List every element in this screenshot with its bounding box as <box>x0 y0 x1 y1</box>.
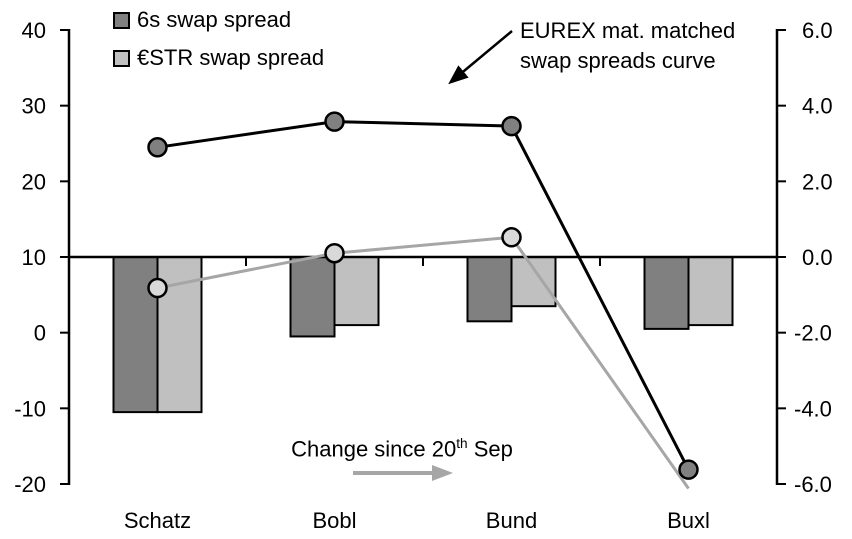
marker-estr-schatz <box>147 277 168 299</box>
marker-estr-bund <box>501 227 522 248</box>
bar-6s-bund <box>466 256 513 323</box>
marker-6s-bund <box>501 115 522 137</box>
right-axis-tick-label: -2.0 <box>794 321 832 346</box>
right-axis-tick-label: 6.0 <box>802 18 833 43</box>
legend-label-6s: 6s swap spread <box>137 7 292 32</box>
marker-6s-schatz <box>147 137 168 158</box>
marker-estr-bobl <box>324 242 345 264</box>
bar-estr-bobl <box>333 256 380 327</box>
annotation-eurex-line1: EUREX mat. matched <box>520 18 736 43</box>
annotation-change-text: Change since 20 <box>291 436 457 462</box>
right-axis-tick-label: 2.0 <box>802 169 833 194</box>
right-axis-tick-label: -4.0 <box>794 396 832 421</box>
line-6s <box>157 120 690 471</box>
legend-swatch-6s-icon <box>113 11 130 29</box>
annotation-change-sup: th <box>456 436 468 451</box>
x-axis-label-buxl: Buxl <box>667 508 710 533</box>
x-axis-label-bund: Bund <box>486 508 537 533</box>
legend: 6s swap spread €STR swap spread <box>113 7 325 70</box>
legend-swatch-estr-icon <box>113 49 130 67</box>
x-axis-label-schatz: Schatz <box>124 508 191 533</box>
change-arrow-head <box>432 465 453 481</box>
legend-item-6s: 6s swap spread <box>113 7 324 32</box>
bar-estr-buxl <box>687 256 734 327</box>
bar-6s-buxl <box>643 256 690 330</box>
bar-estr-bund <box>510 256 557 308</box>
left-axis-tick-label: -10 <box>14 396 46 421</box>
x-axis-label-bobl: Bobl <box>312 508 356 533</box>
annotation-eurex-line2: swap spreads curve <box>520 48 716 73</box>
marker-6s-bobl <box>324 111 345 132</box>
marker-6s-buxl <box>678 459 699 480</box>
left-axis-tick-label: 10 <box>22 245 46 270</box>
right-axis-tick-label: 0.0 <box>802 245 833 270</box>
right-axis-tick-label: -6.0 <box>794 472 832 497</box>
line-estr <box>157 235 690 490</box>
annotation-change-text2: Sep <box>467 436 513 462</box>
left-axis-tick-label: 30 <box>22 94 46 119</box>
left-axis-tick-label: 40 <box>22 18 46 43</box>
legend-label-estr: €STR swap spread <box>137 45 325 70</box>
annotation-eurex: EUREX mat. matched swap spreads curve <box>520 16 735 76</box>
left-axis-tick-label: 0 <box>34 321 46 346</box>
legend-item-estr: €STR swap spread <box>113 45 325 70</box>
right-axis-tick-label: 4.0 <box>802 94 833 119</box>
bar-6s-bobl <box>289 256 336 338</box>
left-axis-tick-label: -20 <box>14 472 46 497</box>
eurex-arrow <box>448 30 513 85</box>
left-axis-tick-label: 20 <box>22 169 46 194</box>
annotation-change: Change since 20th Sep <box>272 436 532 462</box>
